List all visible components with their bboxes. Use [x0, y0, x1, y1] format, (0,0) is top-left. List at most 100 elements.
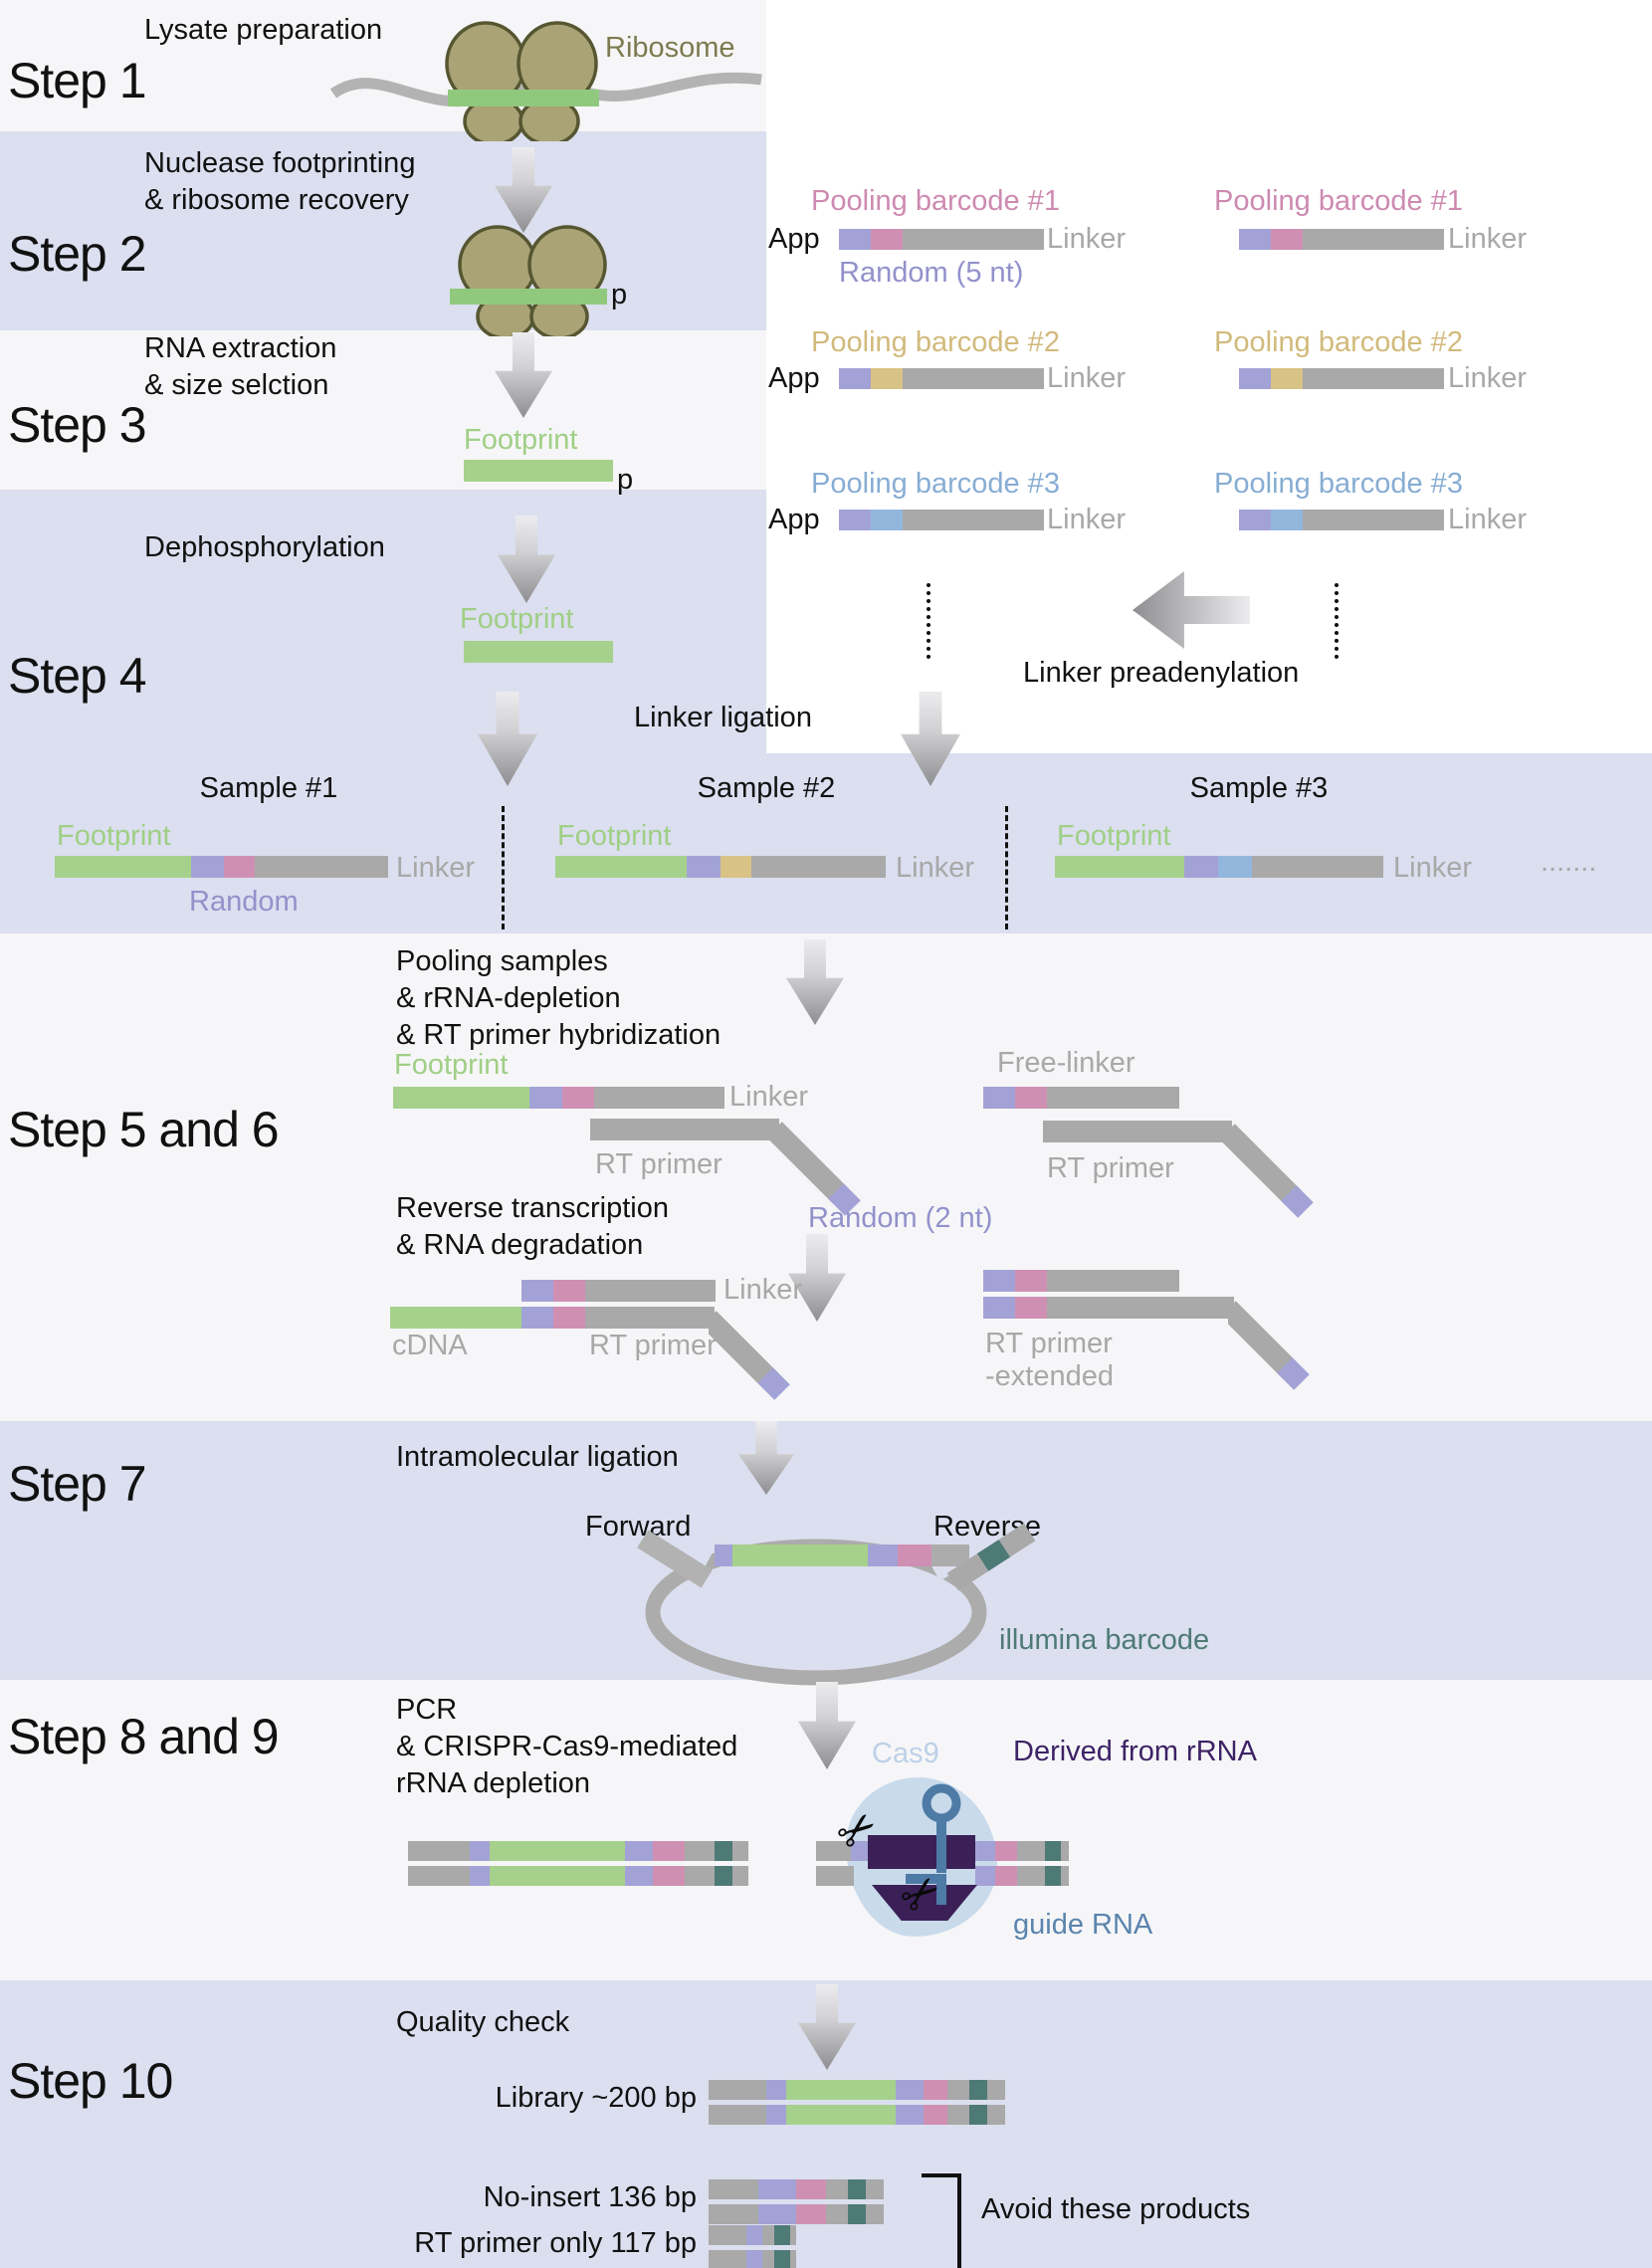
segment-purple — [975, 1841, 995, 1861]
segment-purple — [851, 1841, 871, 1861]
random-2nt-tip — [757, 1367, 790, 1400]
segment-green — [786, 2105, 896, 2125]
sample2-ligated-bar — [555, 856, 886, 878]
no-insert-strand-bottom — [709, 2204, 884, 2224]
step2-process-text: Nuclease footprinting & ribosome recover… — [144, 147, 416, 216]
segment-purple — [191, 856, 224, 878]
segment-pink — [653, 1841, 685, 1861]
linker-label: Linker — [1448, 504, 1527, 535]
random-2nt-tip — [1281, 1185, 1314, 1218]
rt-primer-tail — [709, 1311, 790, 1400]
linker-preadenylation-label: Linker preadenylation — [1023, 657, 1300, 689]
segment-teal — [774, 2225, 790, 2245]
segment-pink — [871, 229, 903, 250]
no-insert-size-label: No-insert 136 bp — [483, 2181, 697, 2213]
footprint-label: Footprint — [557, 820, 672, 852]
linker-bar-3 — [1239, 510, 1444, 530]
segment-purple — [470, 1866, 490, 1886]
dotted-line — [927, 583, 930, 659]
segment-gray — [585, 1280, 716, 1302]
linker-bar-1 — [1239, 229, 1444, 250]
footprint-segment — [450, 289, 607, 305]
step56-label: Step 5 and 6 — [8, 1102, 280, 1157]
segment-gray — [585, 1307, 715, 1329]
dotted-line — [1335, 583, 1339, 659]
pooling-barcode3-label: Pooling barcode #3 — [1214, 468, 1463, 500]
segment-purple — [839, 368, 871, 389]
segment-gray — [816, 1841, 851, 1861]
segment-blue — [1218, 856, 1252, 878]
circularized-insert-bar — [715, 1545, 969, 1566]
segment-pink — [924, 2105, 947, 2125]
library-size-label: Library ~200 bp — [495, 2082, 697, 2114]
sample1-ligated-bar — [55, 856, 388, 878]
segment-gray — [790, 2225, 796, 2245]
segment-gray — [685, 1866, 715, 1886]
footprint-label: Footprint — [394, 1049, 509, 1081]
random-5nt-label: Random (5 nt) — [839, 257, 1024, 289]
step4-process-text: Dephosphorylation — [144, 531, 385, 563]
derived-from-rrna-label: Derived from rRNA — [1013, 1736, 1257, 1767]
step89-process-text: PCR & CRISPR-Cas9-mediated rRNA depletio… — [396, 1694, 738, 1799]
step89-label: Step 8 and 9 — [8, 1709, 280, 1764]
segment-purple — [839, 229, 871, 250]
rt-primer-extended-bar — [983, 1297, 1234, 1319]
segment-purple — [1239, 510, 1271, 530]
sample-separator — [1005, 806, 1008, 929]
linker-label: Linker — [1047, 362, 1126, 394]
pooling-barcode1-label: Pooling barcode #1 — [811, 185, 1060, 217]
rrna-product-strand-bottom — [816, 1866, 1069, 1886]
segment-gray — [255, 856, 388, 878]
segment-gray — [709, 2225, 746, 2245]
segment-purple — [1184, 856, 1218, 878]
library-strand-bottom — [709, 2105, 1005, 2125]
segment-green — [1055, 856, 1184, 878]
segment-gray — [709, 2105, 766, 2125]
rt-primer-tail — [1228, 1301, 1310, 1390]
segment-gray — [1047, 1087, 1179, 1109]
footprint-segment — [448, 90, 599, 106]
ellipsis-dots: ....... — [1541, 846, 1597, 878]
rrna-derived-segment — [868, 1835, 975, 1869]
phosphate-label: p — [611, 279, 628, 310]
segment-gray — [408, 1866, 470, 1886]
segment-green — [490, 1866, 625, 1886]
sample-separator — [502, 806, 505, 929]
segment-teal — [1045, 1866, 1061, 1886]
segment-purple — [625, 1866, 653, 1886]
segment-gray — [762, 2250, 774, 2268]
pooling-barcode3-label: Pooling barcode #3 — [811, 468, 1060, 500]
footprint-rna-bar — [464, 460, 613, 482]
rt-primer-label: RT primer — [1047, 1152, 1174, 1184]
segment-gray — [1017, 1841, 1045, 1861]
ribosome-label: Ribosome — [605, 32, 735, 64]
forward-primer-label: Forward — [585, 1511, 692, 1543]
segment-green — [55, 856, 191, 878]
segment-gray — [1047, 1297, 1234, 1319]
footprint-label: Footprint — [57, 820, 171, 852]
segment-teal — [1045, 1841, 1061, 1861]
pcr-product-strand-top — [408, 1841, 748, 1861]
segment-gray — [987, 2105, 1005, 2125]
step56-process2-text: Reverse transcription & RNA degradation — [396, 1192, 669, 1261]
random-label: Random — [189, 886, 299, 918]
segment-teal — [969, 2080, 987, 2100]
segment-purple — [529, 1087, 562, 1109]
segment-pink — [1015, 1087, 1047, 1109]
sample2-title: Sample #2 — [697, 772, 836, 804]
segment-gray — [866, 2204, 884, 2224]
segment-gray — [709, 2204, 758, 2224]
guide-rna-hairpin — [906, 1783, 961, 1905]
segment-purple — [687, 856, 721, 878]
segment-pink — [995, 1866, 1017, 1886]
footprint-label: Footprint — [460, 603, 574, 635]
segment-gray — [732, 1866, 748, 1886]
segment-green — [464, 460, 613, 482]
rt-primer-only-size-label: RT primer only 117 bp — [414, 2227, 697, 2259]
segment-gray — [685, 1841, 715, 1861]
segment-tan — [1271, 368, 1303, 389]
segment-purple — [746, 2250, 762, 2268]
segment-purple — [521, 1280, 553, 1302]
segment-green — [390, 1307, 521, 1329]
segment-gray — [1017, 1866, 1045, 1886]
